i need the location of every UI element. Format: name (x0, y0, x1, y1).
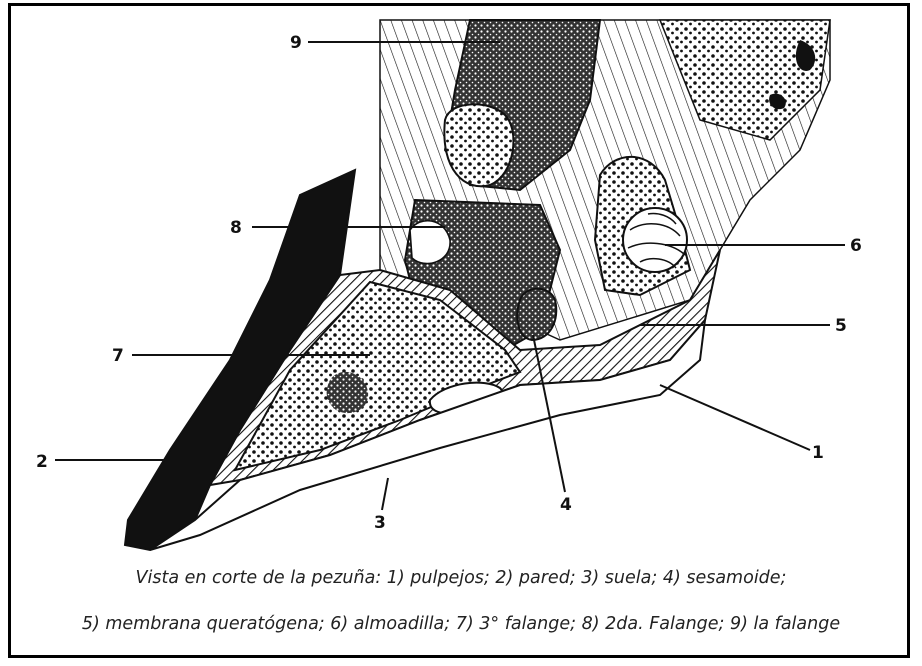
label-3: 3 (374, 513, 386, 533)
label-2: 2 (36, 452, 48, 472)
label-4: 4 (560, 495, 572, 515)
caption-line-1: Vista en corte de la pezuña: 1) pulpejos… (0, 568, 922, 588)
caption-line-2: 5) membrana queratógena; 6) almoadilla; … (0, 614, 922, 634)
label-5: 5 (835, 316, 847, 336)
label-7: 7 (112, 346, 124, 366)
label-8: 8 (230, 218, 242, 238)
label-1: 1 (812, 443, 824, 463)
label-9: 9 (290, 33, 302, 53)
label-6: 6 (850, 236, 862, 256)
